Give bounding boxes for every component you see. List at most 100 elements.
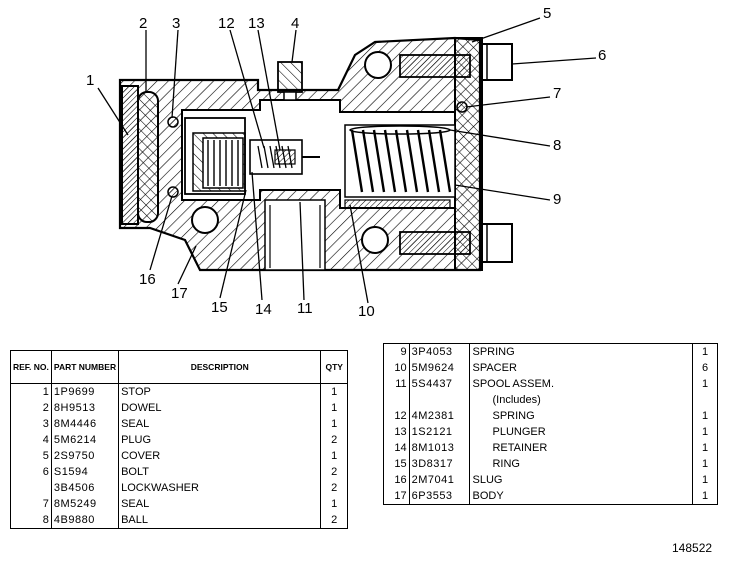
callout-6: 6 <box>598 47 607 64</box>
description-cell: SLUG <box>469 472 694 488</box>
qty-cell: 1 <box>702 490 709 502</box>
ref-cell: 1 <box>10 383 52 400</box>
qty-cell: 2 <box>331 466 338 478</box>
qty-cell: 1 <box>331 498 338 510</box>
part-number-cell: 6P3553 <box>409 488 471 505</box>
part-number-cell: 8M4446 <box>51 416 120 432</box>
bolt-part <box>399 43 513 263</box>
callout-14: 14 <box>255 301 272 318</box>
part-number-cell: 5M6214 <box>51 432 120 448</box>
ref-cell: 17 <box>383 488 410 505</box>
qty-cell: 1 <box>702 346 709 358</box>
qty-cell <box>693 392 718 408</box>
callout-13: 13 <box>248 15 265 32</box>
table-row: 7 8M5249 SEAL 1 <box>10 496 348 512</box>
ref-cell: 8 <box>10 512 52 529</box>
table-row: 4 5M6214 PLUG 2 <box>10 432 348 448</box>
dowel-part <box>137 91 159 223</box>
description-cell: BALL <box>118 512 322 529</box>
ref-cell <box>10 480 52 496</box>
part-number-cell: 4M2381 <box>409 408 471 424</box>
qty-cell: 1 <box>702 410 709 422</box>
ref-cell: 16 <box>383 472 410 488</box>
plunger-spring-assembly <box>249 139 320 175</box>
table-row: 9 3P4053 SPRING 1 <box>383 343 718 360</box>
callout-11: 11 <box>297 300 313 317</box>
description-cell: DOWEL <box>118 400 322 416</box>
description-cell: SPACER <box>469 360 694 376</box>
plug-part <box>277 61 303 101</box>
spool-left-section <box>184 117 246 195</box>
qty-cell: 1 <box>331 386 338 398</box>
callout-10: 10 <box>358 303 375 320</box>
spacer-part <box>344 199 451 209</box>
qty-cell: 2 <box>331 514 338 526</box>
part-number-cell: 4B9880 <box>51 512 120 529</box>
callout-9: 9 <box>553 191 562 208</box>
callout-16: 16 <box>139 271 156 288</box>
table-row: 3 8M4446 SEAL 1 <box>10 416 348 432</box>
callout-4: 4 <box>291 15 300 32</box>
qty-cell: 1 <box>331 418 338 430</box>
qty-cell: 1 <box>331 450 338 462</box>
table-header-row: REF. NO. PART NUMBER DESCRIPTION QTY <box>10 350 348 384</box>
qty-cell: 1 <box>702 442 709 454</box>
ref-cell: 5 <box>10 448 52 464</box>
part-number-cell: 8M5249 <box>51 496 120 512</box>
description-cell: BOLT <box>118 464 322 480</box>
description-cell: BODY <box>469 488 694 505</box>
callout-17: 17 <box>171 285 188 302</box>
qty-cell: 1 <box>702 458 709 470</box>
description-text: PLUNGER <box>492 426 546 438</box>
ref-cell: 13 <box>383 424 410 440</box>
ref-cell: 3 <box>10 416 52 432</box>
description-text: STOP <box>121 386 151 398</box>
callout-7: 7 <box>553 85 562 102</box>
ref-cell: 2 <box>10 400 52 416</box>
description-text: BALL <box>121 514 149 526</box>
part-number-cell: 5S4437 <box>409 376 471 392</box>
callout-8: 8 <box>553 137 562 154</box>
ref-cell: 7 <box>10 496 52 512</box>
parts-table-right: 9 3P4053 SPRING 1 10 5M9624 SPACER 6 11 … <box>383 343 718 505</box>
ref-cell: 4 <box>10 432 52 448</box>
ref-cell <box>383 392 410 408</box>
ref-cell: 12 <box>383 408 410 424</box>
description-cell: SEAL <box>118 416 322 432</box>
leader-lines <box>97 17 597 304</box>
table-row: 14 8M1013 RETAINER 1 <box>383 440 718 456</box>
qty-cell: 1 <box>331 402 338 414</box>
table-row: 12 4M2381 SPRING 1 <box>383 408 718 424</box>
description-text: SPACER <box>472 362 517 374</box>
part-number-cell: 5M9624 <box>409 360 471 376</box>
ref-cell: 15 <box>383 456 410 472</box>
description-text: SEAL <box>121 498 150 510</box>
table-row: 10 5M9624 SPACER 6 <box>383 360 718 376</box>
description-cell: SPOOL ASSEM. <box>469 376 694 392</box>
table-row: 8 4B9880 BALL 2 <box>10 512 348 529</box>
callout-12: 12 <box>218 15 235 32</box>
part-number-cell: S1594 <box>51 464 120 480</box>
description-text: BODY <box>472 490 504 502</box>
description-cell: SPRING <box>469 343 694 360</box>
callout-1: 1 <box>86 72 95 89</box>
description-text: SPRING <box>472 346 515 358</box>
description-text: BOLT <box>121 466 150 478</box>
qty-cell: 2 <box>331 434 338 446</box>
part-number-cell <box>409 392 471 408</box>
ref-cell: 10 <box>383 360 410 376</box>
description-text: RING <box>492 458 520 470</box>
description-cell: STOP <box>118 383 322 400</box>
description-cell: (Includes) <box>469 392 694 408</box>
part-number-cell: 1P9699 <box>51 383 120 400</box>
description-text: (Includes) <box>492 394 541 406</box>
ref-cell: 9 <box>383 343 410 360</box>
description-cell: COVER <box>118 448 322 464</box>
qty-cell: 1 <box>702 474 709 486</box>
ref-cell: 6 <box>10 464 52 480</box>
qty-cell: 2 <box>331 482 338 494</box>
valve-cross-section-drawing <box>97 17 597 304</box>
description-text: DOWEL <box>121 402 162 414</box>
table-row: 11 5S4437 SPOOL ASSEM. 1 <box>383 376 718 392</box>
